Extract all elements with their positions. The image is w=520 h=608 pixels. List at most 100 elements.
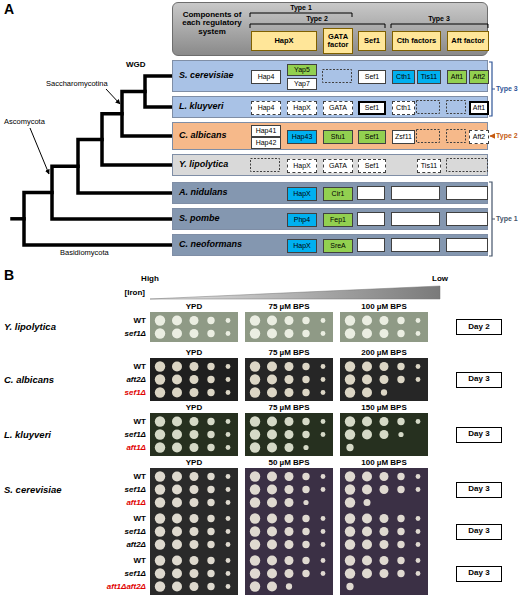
colony-spot [380,540,389,549]
day-box: Day 3 [456,566,502,582]
day-box: Day 3 [456,372,502,388]
empty-slot [447,187,488,200]
node-text: Yap5 [294,66,310,73]
plate-panel [340,358,428,401]
colony-spot [397,418,404,425]
label: 200 µM BPS [361,349,407,357]
node-text: Sef1 [365,133,379,140]
label: 75 µM BPS [268,349,309,357]
colony-spot [285,375,294,384]
node-text: HapX [274,37,293,45]
colony-spot [155,374,165,384]
gene-box: Hap4 [251,70,281,84]
plate-panel [340,510,428,553]
colony-spot [380,527,389,536]
colony-spot [250,361,260,371]
node-text: Sfu1 [331,133,345,140]
colony-spot [380,329,389,338]
label: Ascomycota [4,118,45,126]
colony-spot [302,431,309,438]
colony-spot [226,331,231,336]
colony-spot [207,570,214,577]
colony-spot [155,568,165,578]
gene-box: Sef1 [358,130,386,144]
node-text: Aft2 [473,133,485,140]
colony-spot [267,443,277,453]
colony-spot [416,318,421,323]
colony-spots [155,361,231,397]
label: sef1Δ [125,570,146,578]
colony-spots [345,361,421,397]
colony-spot [267,329,277,339]
label: Type 1 [290,4,312,11]
colony-spot [207,473,214,480]
gene-box: HapX [287,239,317,253]
node-text: Aft factor [451,37,484,45]
plate-panel [245,552,333,595]
colony-spot [207,444,214,451]
colony-spot [416,474,421,479]
label: YPD [186,459,202,467]
colony-spot [190,430,199,439]
colony-spot [190,582,199,591]
colony-spot [285,540,294,549]
colony-spots [250,416,326,452]
colony-spot [285,485,294,494]
colony-spot [155,526,165,536]
species-name: C. neoformans [179,240,242,249]
colony-spot [285,514,294,523]
gene-box: Sfu1 [323,130,353,144]
species-name: S. pombe [179,214,220,223]
gene-box: Hap42 [251,137,281,149]
header-band: Components of each regulatory systemHapX… [172,2,488,56]
colony-spot [285,417,294,426]
colony-spot [226,419,231,424]
empty-slot [447,130,466,143]
colony-spot [155,484,165,494]
colony-spot [285,430,294,439]
colony-spot [416,364,421,369]
colony-spot [285,329,294,338]
plate-panel [245,510,333,553]
label: 50 µM BPS [268,459,309,467]
species-band: Y. lipolyticaHapXGATASef1Tis11 [172,154,488,176]
colony-spot [226,500,231,505]
colony-spot [172,485,182,495]
colony-spot [250,471,260,481]
label: 75 µM BPS [268,303,309,311]
colony-spot [267,514,277,524]
label: 100 µM BPS [361,459,407,467]
empty-slot [447,239,488,252]
colony-spot [380,556,389,565]
colony-spot [416,377,421,382]
colony-spot [398,432,403,437]
plate-panel [245,413,333,456]
empty-slot [417,130,440,143]
colony-spot [381,389,387,395]
colony-spot [397,486,404,493]
colony-spot [190,498,199,507]
colony-spot [190,472,199,481]
type-bracket [489,62,495,256]
colony-spot [250,581,260,591]
gene-box: Hap41 [251,125,281,137]
label: Type 1 [496,215,518,222]
colony-spots [345,471,421,507]
species-name: Y. lipolytica [179,160,228,169]
gene-box: HapX [287,187,317,201]
label: YPD [186,404,202,412]
colony-spot [416,542,421,547]
label: sef1Δ [125,330,146,338]
label: 150 µM BPS [361,404,407,412]
colony-spot [172,362,182,372]
colony-spot [380,485,389,494]
colony-spot [207,363,214,370]
regulator-header: Sef1 [358,31,386,51]
regulator-header: HapX [251,31,317,51]
gene-box: Sef1 [358,159,386,173]
gene-box: Cth1 [392,70,415,84]
node-text: Cth factors [397,37,437,45]
colony-spot [321,318,326,323]
colony-spot [321,529,326,534]
colony-spot [345,374,355,384]
